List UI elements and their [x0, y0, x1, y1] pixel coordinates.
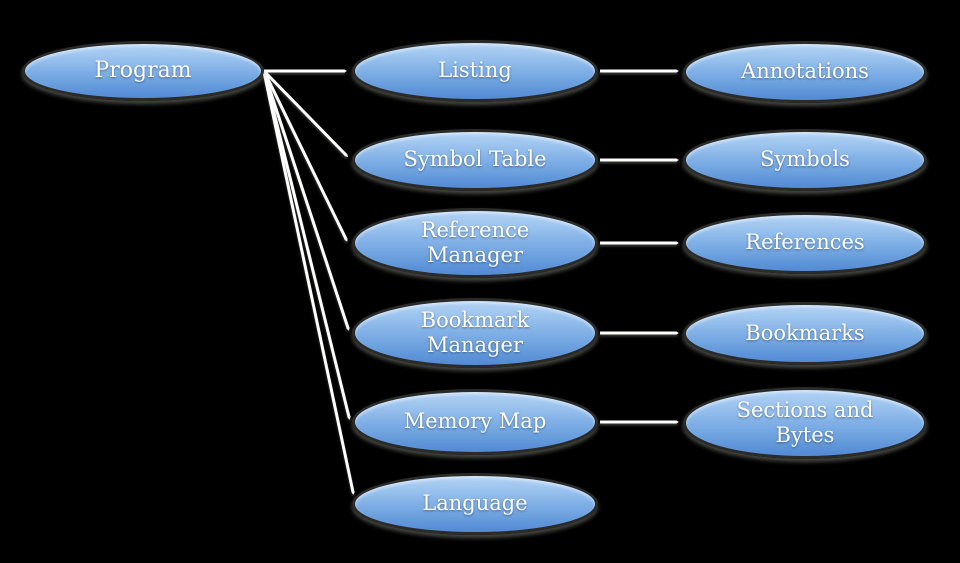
node-symbol-table: Symbol Table	[352, 129, 598, 191]
node-bookmark-manager: Bookmark Manager	[352, 298, 598, 368]
node-program-label: Program	[94, 57, 192, 83]
node-language: Language	[352, 473, 598, 535]
edge-program-bookmark-manager	[262, 71, 348, 328]
node-sections-and-bytes: Sections and Bytes	[683, 387, 927, 459]
edge-program-memory-map	[262, 71, 349, 417]
node-references-label: References	[745, 230, 865, 255]
node-sections-and-bytes-label: Sections and Bytes	[736, 397, 874, 447]
node-references: References	[683, 212, 927, 274]
node-reference-manager: Reference Manager	[352, 208, 598, 278]
edge-program-language	[262, 71, 353, 492]
node-program: Program	[22, 41, 264, 101]
node-bookmarks: Bookmarks	[683, 302, 927, 365]
node-bookmark-manager-label: Bookmark Manager	[420, 307, 530, 357]
node-listing: Listing	[352, 40, 598, 102]
node-annotations: Annotations	[683, 41, 927, 103]
edge-program-symbol-table	[262, 69, 346, 155]
node-bookmarks-label: Bookmarks	[745, 320, 865, 345]
node-memory-map: Memory Map	[352, 389, 598, 455]
node-language-label: Language	[422, 491, 528, 516]
node-memory-map-label: Memory Map	[403, 409, 547, 434]
edge-program-reference-manager	[262, 70, 346, 239]
node-reference-manager-label: Reference Manager	[420, 217, 530, 267]
node-listing-label: Listing	[438, 58, 512, 83]
node-symbol-table-label: Symbol Table	[403, 147, 547, 172]
node-annotations-label: Annotations	[741, 59, 869, 84]
node-symbols: Symbols	[683, 129, 927, 191]
node-symbols-label: Symbols	[760, 147, 850, 172]
